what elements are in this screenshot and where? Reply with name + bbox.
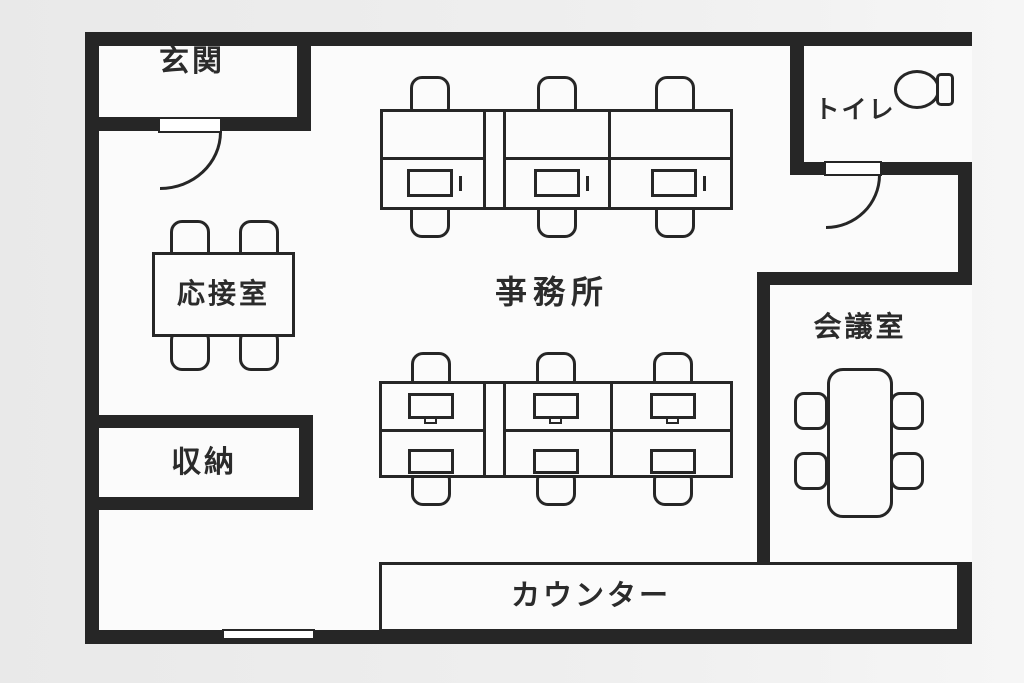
mouse-icon [459, 176, 462, 191]
meeting-label: 会議室 [813, 311, 907, 342]
monitor-icon [650, 449, 696, 474]
mouse-icon [703, 176, 706, 191]
counter-area [379, 562, 960, 632]
monitor-icon [650, 393, 696, 419]
reception-table: 応接室 [152, 252, 295, 337]
window-opening-icon [222, 629, 315, 640]
meeting-table [827, 368, 893, 518]
monitor-icon [533, 393, 579, 419]
toilet-tank-icon [936, 73, 954, 106]
entrance-door-leaf [158, 117, 222, 133]
monitor-icon [408, 449, 454, 474]
meeting-chair [890, 452, 924, 490]
mouse-icon [586, 176, 589, 191]
office-label: 亊務所 [494, 274, 609, 310]
room-entrance [99, 46, 311, 131]
counter-label: カウンター [510, 580, 671, 612]
meeting-chair [794, 392, 828, 430]
monitor-stand-icon [549, 417, 562, 424]
monitor-icon [534, 169, 580, 197]
reception-label: 応接室 [176, 278, 270, 310]
toilet-door-leaf [824, 161, 882, 176]
entrance-label: 玄関 [159, 45, 225, 78]
monitor-stand-icon [424, 417, 437, 424]
meeting-chair [890, 392, 924, 430]
storage-label: 収納 [171, 446, 237, 479]
room-storage [99, 415, 313, 510]
monitor-icon [407, 169, 453, 197]
monitor-icon [533, 449, 579, 474]
monitor-icon [651, 169, 697, 197]
monitor-stand-icon [666, 417, 679, 424]
meeting-chair [794, 452, 828, 490]
toilet-icon [894, 70, 940, 109]
monitor-icon [408, 393, 454, 419]
toilet-label: トイレ [814, 96, 896, 124]
